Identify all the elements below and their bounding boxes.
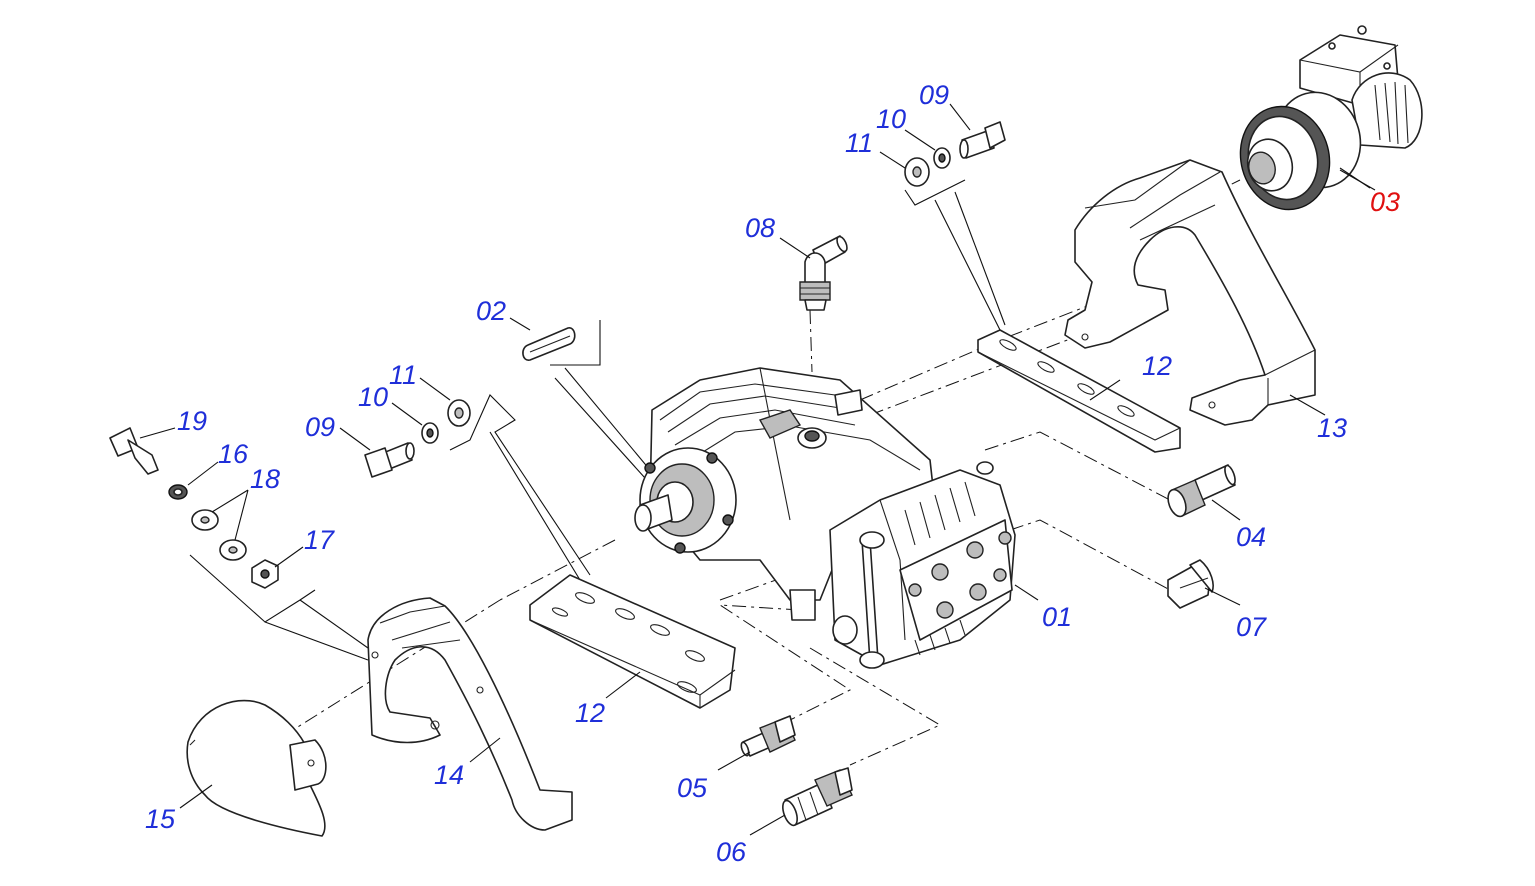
callout-02: 02: [476, 296, 506, 326]
callout-09-middle: 09: [305, 412, 335, 442]
callout-14: 14: [434, 760, 464, 790]
callout-17: 17: [304, 525, 335, 555]
lower-mounting-rail: [529, 574, 736, 709]
callout-leader-lines: [139, 103, 1376, 836]
callout-labels: 01 02 03 04 05 06 07 08 09 09 10 10 11 1…: [145, 80, 1400, 867]
hose-barb-fitting-right: [1167, 464, 1236, 518]
left-fastener-set: [109, 427, 279, 589]
plug-fitting: [1167, 559, 1214, 609]
upper-mounting-rail: [977, 329, 1181, 453]
hose-barb-fitting-small: [740, 715, 796, 757]
callout-08: 08: [745, 213, 775, 243]
callout-13: 13: [1317, 413, 1347, 443]
callout-05: 05: [677, 773, 708, 803]
elbow-fitting: [799, 235, 848, 311]
callout-16: 16: [218, 439, 249, 469]
shaft-key: [522, 327, 576, 361]
left-guard-bracket: [367, 597, 573, 831]
callout-18: 18: [250, 464, 280, 494]
callout-06: 06: [716, 837, 747, 867]
callout-11-middle: 11: [389, 360, 417, 390]
pump-body: [634, 367, 1016, 669]
callout-04: 04: [1236, 522, 1266, 552]
upper-fastener-set: [904, 121, 1006, 187]
callout-07: 07: [1236, 612, 1267, 642]
hose-barb-fitting-large: [782, 767, 853, 827]
callout-12-lower: 12: [575, 698, 605, 728]
right-guard: [1064, 159, 1316, 426]
callout-03: 03: [1370, 187, 1400, 217]
callout-10-middle: 10: [358, 382, 388, 412]
callout-19: 19: [177, 406, 207, 436]
middle-fastener-set: [364, 399, 471, 478]
callout-09-upper: 09: [919, 80, 949, 110]
callout-12-upper: 12: [1142, 351, 1172, 381]
group-bracket-lines: [189, 179, 1006, 661]
callout-01: 01: [1042, 602, 1072, 632]
callout-11-upper: 11: [845, 128, 873, 158]
callout-10-upper: 10: [876, 104, 906, 134]
hydraulic-motor-assembly: [1239, 25, 1423, 211]
callout-15: 15: [145, 804, 176, 834]
cover-plate: [186, 699, 327, 837]
